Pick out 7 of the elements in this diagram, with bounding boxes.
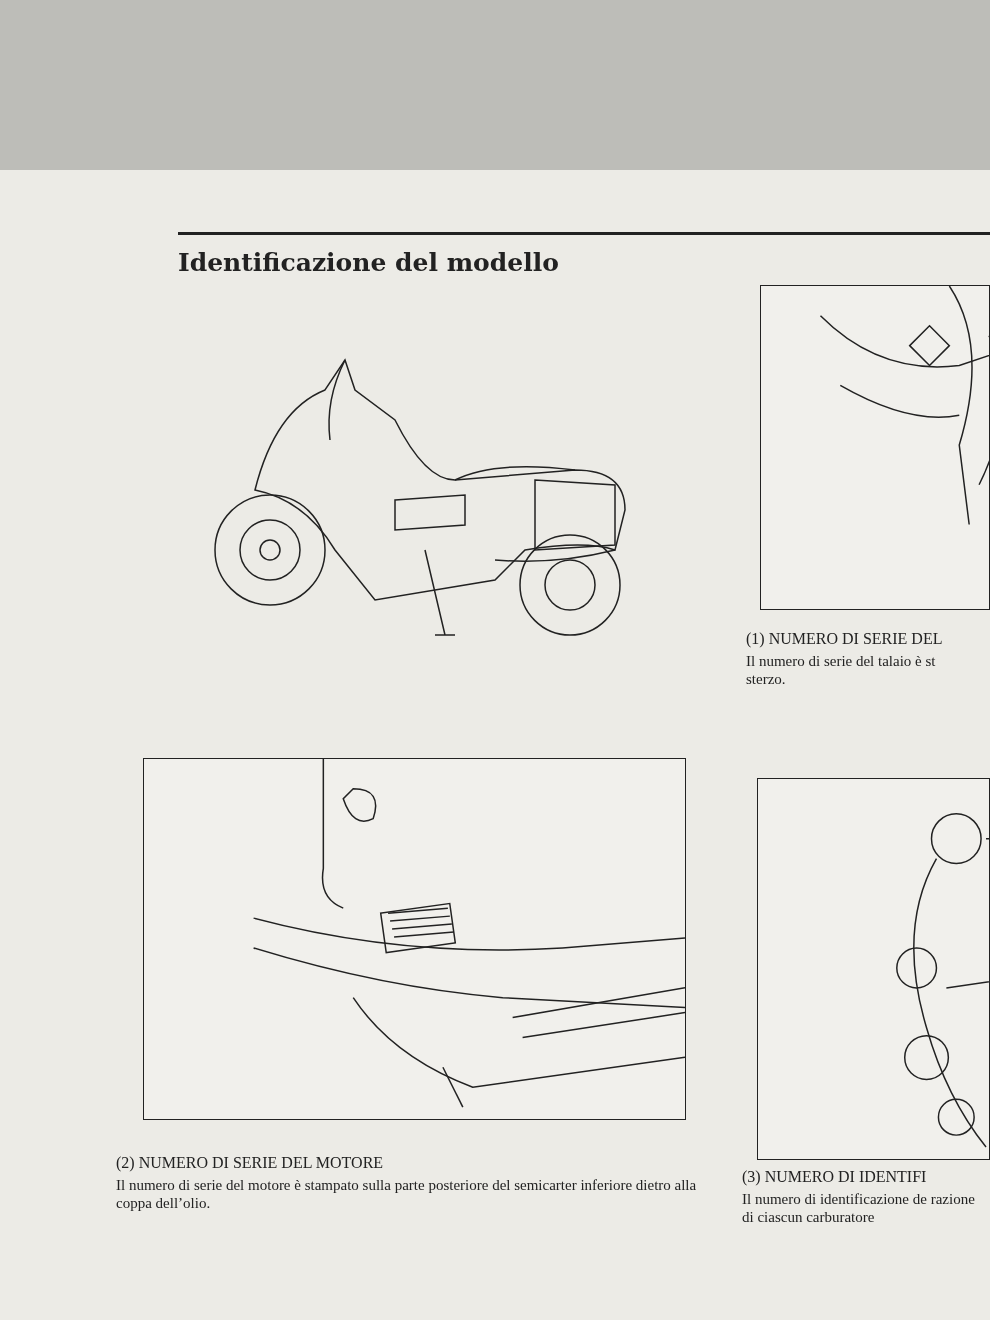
figure-caption: (2) NUMERO DI SERIE DEL MOTORE (116, 1154, 384, 1172)
caption-text: Il numero di identificazione de razione di ciascun carburatore (742, 1190, 976, 1226)
caption-text: Il numero di serie del motore è stampato sulla parte posteriore del semicarter inferiore dietro alla coppa dell’olio. (116, 1176, 698, 1212)
caption-text: Il numero di serie del talaio è st sterzo. (746, 652, 937, 688)
page-title: Identificazione del modello (178, 248, 559, 277)
figure-caption: (3) NUMERO DI IDENTIFI (742, 1168, 927, 1186)
figure-caption: (1) NUMERO DI SERIE DEL (746, 630, 943, 648)
